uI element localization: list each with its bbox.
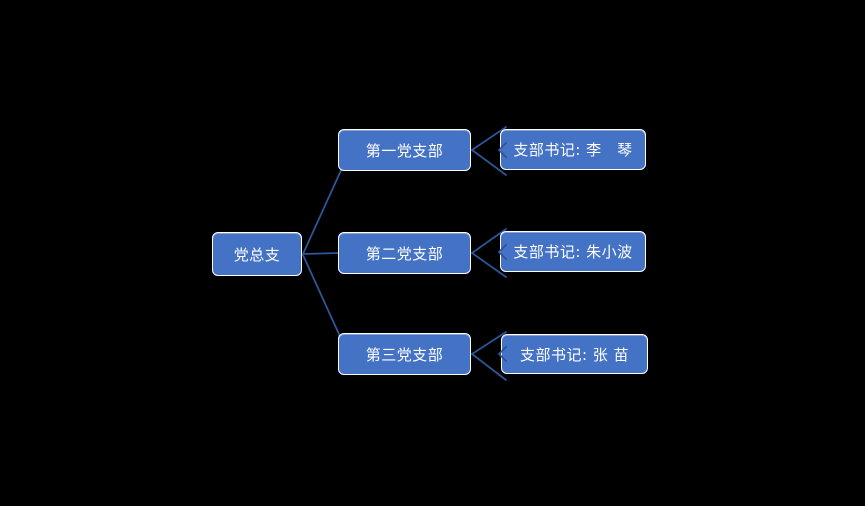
node-label: 第二党支部 — [365, 244, 444, 263]
node-branch-2[interactable]: 第二党支部 — [338, 232, 471, 274]
node-branch-1[interactable]: 第一党支部 — [338, 129, 471, 171]
node-branch-3[interactable]: 第三党支部 — [338, 333, 471, 375]
connector-root-to-branch1 — [302, 165, 344, 255]
connector-branch3-secretary-top — [471, 331, 507, 355]
connector-branch3-secretary-bottom — [471, 353, 507, 381]
node-label: 第三党支部 — [365, 345, 444, 364]
node-secretary-3[interactable]: 支部书记: 张 苗 — [501, 334, 648, 374]
connector-root-to-branch3 — [302, 254, 344, 344]
node-party-general-branch[interactable]: 党总支 — [212, 232, 302, 276]
connector-branch1-secretary-bottom — [471, 149, 507, 176]
node-label: 第一党支部 — [365, 141, 444, 160]
node-label: 支部书记: 李 琴 — [513, 141, 633, 159]
node-secretary-2[interactable]: 支部书记: 朱小波 — [500, 231, 646, 272]
node-label: 支部书记: 张 苗 — [519, 345, 630, 364]
connector-branch2-secretary-bottom — [471, 252, 507, 278]
node-label: 党总支 — [233, 245, 281, 264]
node-label: 支部书记: 朱小波 — [513, 243, 633, 261]
node-secretary-1[interactable]: 支部书记: 李 琴 — [500, 129, 646, 170]
connector-root-to-branch2 — [302, 252, 340, 255]
